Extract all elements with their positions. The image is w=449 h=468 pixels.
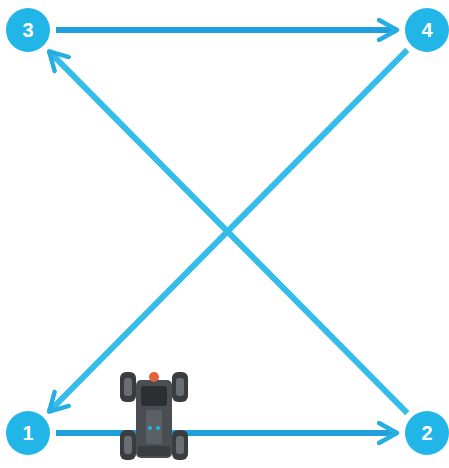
step-circle: 2 [405,411,449,455]
step-circle: 1 [6,411,50,455]
step-number: 4 [421,20,432,40]
step-circle: 3 [6,8,50,52]
step-number: 2 [421,423,432,443]
step-number: 3 [22,20,33,40]
step-number: 1 [22,423,33,443]
path-arrow [49,50,407,412]
robot-body [136,372,172,458]
path-arrow [56,27,397,33]
step-circle: 4 [405,8,449,52]
robot-wheels [120,372,188,460]
path-arrow [56,430,397,436]
